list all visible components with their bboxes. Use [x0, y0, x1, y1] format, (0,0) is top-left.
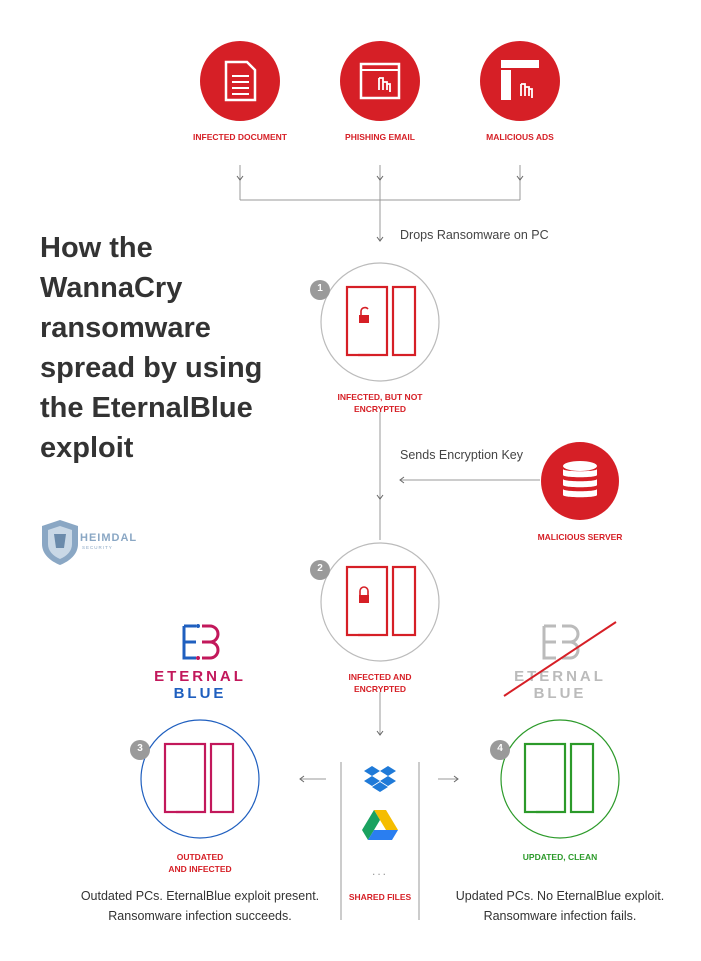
step1-badge	[310, 280, 330, 300]
step3-badge	[130, 740, 150, 760]
eternalblue-logo-grey-icon	[542, 624, 580, 660]
sends-key-note: Sends Encryption Key	[400, 448, 523, 462]
source-label-ads: MALICIOUS ADS	[486, 132, 554, 142]
dropbox-icon	[364, 766, 396, 792]
step4-number: 4	[497, 743, 503, 754]
step4-computer-icon	[500, 719, 620, 839]
step1-computer-icon	[320, 262, 440, 382]
eternalblue-grey-line1: ETERNAL	[514, 668, 606, 685]
malicious-server-icon	[541, 442, 619, 520]
source-infected-document	[199, 40, 281, 127]
malicious-ads-icon	[480, 41, 560, 121]
phishing-email-icon	[340, 41, 420, 121]
outcome-left-line2: Ransomware infection succeeds.	[108, 909, 292, 923]
eternalblue-line2: BLUE	[173, 685, 227, 702]
outcome-left-line1: Outdated PCs. EternalBlue exploit presen…	[80, 889, 320, 903]
step4-label: UPDATED, CLEAN	[522, 852, 598, 862]
google-drive-icon	[362, 810, 398, 840]
step1-number: 1	[317, 283, 323, 294]
outcome-right-line1: Updated PCs. No EternalBlue exploit.	[455, 889, 665, 903]
eternalblue-line1: ETERNAL	[154, 668, 246, 685]
heimdal-logo: HEIMDAL SECURITY	[40, 518, 160, 568]
step3-label: OUTDATED AND INFECTED	[168, 852, 232, 874]
server-label: MALICIOUS SERVER	[537, 532, 623, 542]
eternalblue-grey-line2: BLUE	[533, 685, 587, 702]
source-label-document: INFECTED DOCUMENT	[193, 132, 287, 142]
document-icon	[200, 41, 280, 121]
heimdal-shield-icon	[42, 520, 78, 565]
step3-number: 3	[137, 743, 143, 754]
step2-badge	[310, 560, 330, 580]
brand-sub: SECURITY	[82, 545, 113, 550]
step1-label: INFECTED, BUT NOT ENCRYPTED	[337, 392, 423, 414]
source-phishing-email	[339, 40, 421, 127]
outcome-right-line2: Ransomware infection fails.	[483, 909, 637, 923]
source-label-email: PHISHING EMAIL	[345, 132, 415, 142]
step2-computer-icon	[320, 542, 440, 662]
page-title: How the WannaCry ransomware spread by us…	[40, 232, 263, 464]
drops-ransomware-note: Drops Ransomware on PC	[400, 228, 549, 242]
step3-computer-icon	[140, 719, 260, 839]
shared-files-label: SHARED FILES	[348, 892, 412, 902]
eternalblue-logo-icon	[182, 624, 220, 660]
shared-files-dots: ...	[371, 864, 388, 878]
strike-through-line	[503, 621, 617, 697]
source-malicious-ads	[479, 40, 561, 127]
step2-label: INFECTED AND ENCRYPTED	[348, 672, 412, 694]
step2-number: 2	[317, 563, 323, 574]
step4-badge	[490, 740, 510, 760]
brand-name: HEIMDAL	[80, 532, 138, 544]
